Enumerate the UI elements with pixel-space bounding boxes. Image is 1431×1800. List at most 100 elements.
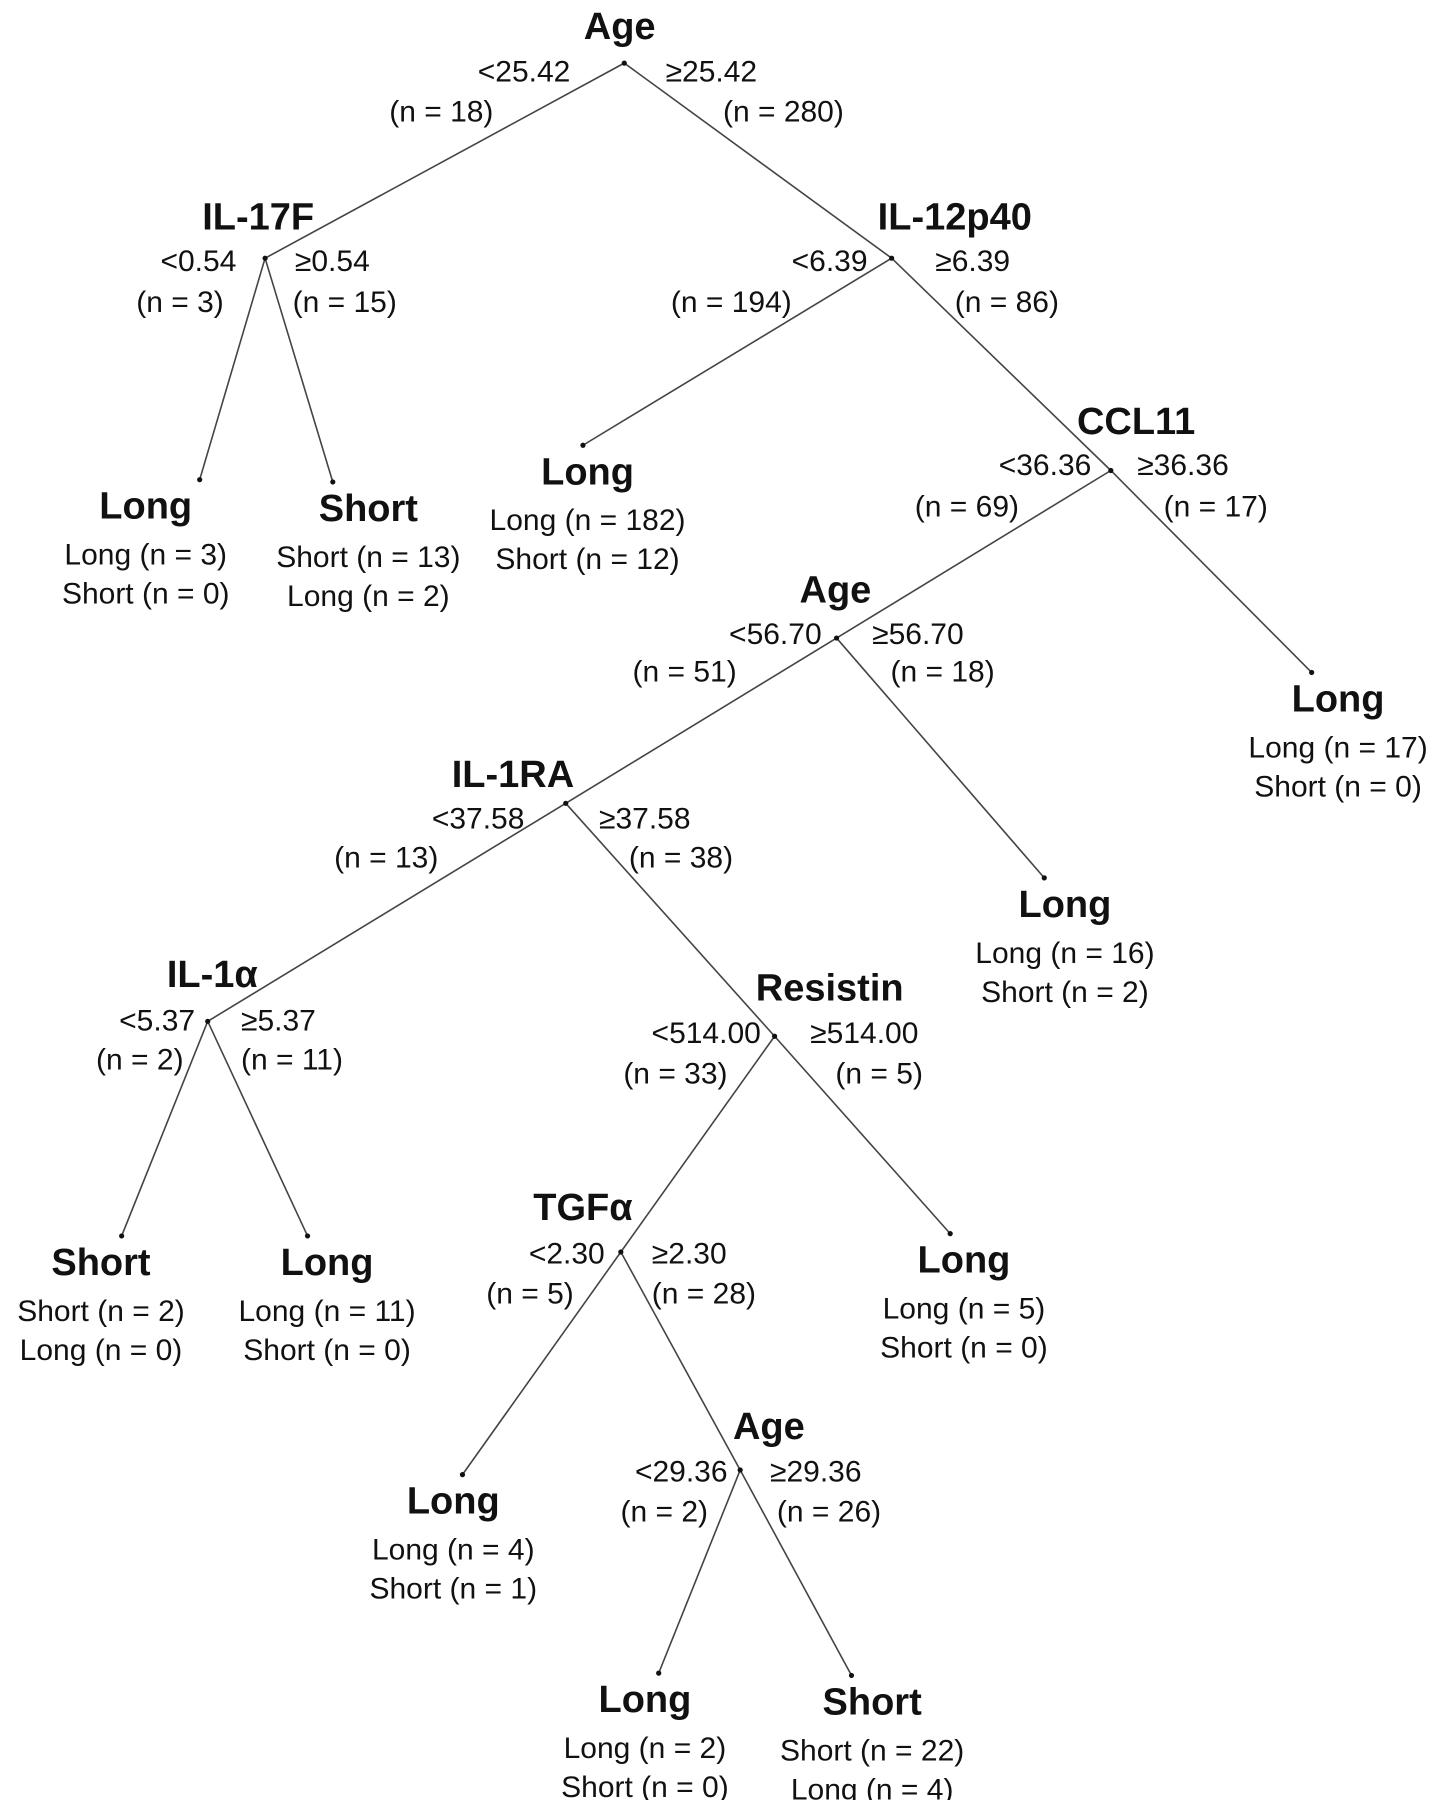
leaf-count-secondary: Short (n = 0) [243, 1334, 411, 1367]
leaf-count-primary: Long (n = 5) [883, 1293, 1046, 1326]
split-points [119, 60, 1315, 1679]
right-count: (n = 86) [955, 286, 1059, 319]
right-count: (n = 17) [1164, 490, 1268, 523]
right-threshold: ≥2.30 [652, 1237, 727, 1270]
edge-n_il17f-left [198, 257, 266, 480]
split-dot-n_il12p40 [889, 255, 895, 261]
right-threshold: ≥6.39 [935, 245, 1010, 278]
edge-n_ccl11-right [1110, 469, 1313, 674]
split-variable-label: Age [584, 6, 656, 48]
edge-n_resistin-right [774, 1035, 951, 1235]
leaf-count-primary: Long (n = 2) [564, 1732, 727, 1765]
split-dot-n_tgfa [618, 1249, 624, 1255]
leaf-class-label: Short [51, 1242, 151, 1284]
edge-n_age_root-left [264, 62, 625, 259]
leaf-count-primary: Long (n = 4) [372, 1534, 535, 1567]
edge-n_tgfa-left [461, 1251, 622, 1476]
right-threshold: ≥514.00 [810, 1017, 918, 1050]
leaf-count-primary: Short (n = 13) [276, 541, 460, 574]
left-threshold: <6.39 [792, 245, 868, 278]
left-threshold: <514.00 [652, 1017, 761, 1050]
edge-n_il1ra-right [565, 802, 776, 1037]
edge-n_age3-right [739, 1469, 853, 1676]
left-threshold: <5.37 [119, 1005, 195, 1038]
split-dot-n_il17f [262, 255, 268, 261]
split-dot-n_resistin [771, 1033, 778, 1039]
split-variable-label: IL-12p40 [878, 197, 1032, 239]
leaf-dot-l10 [656, 1670, 662, 1676]
leaf-count-secondary: Short (n = 0) [561, 1771, 729, 1800]
leaf-count-primary: Long (n = 182) [490, 504, 686, 537]
leaf-count-secondary: Long (n = 0) [20, 1334, 183, 1367]
edge-n_il12p40-left [582, 257, 893, 446]
leaf-dot-l2 [330, 479, 336, 485]
split-dot-n_age3 [737, 1467, 743, 1473]
leaf-count-secondary: Short (n = 0) [1254, 770, 1422, 803]
leaf-class-label: Long [541, 451, 634, 493]
leaf-count-secondary: Short (n = 0) [880, 1332, 1048, 1365]
edge-n_il12p40-right [891, 257, 1112, 472]
edge-n_age2-right [835, 637, 1045, 879]
split-dot-n_il1a [205, 1018, 211, 1024]
leaf-dot-l4 [1309, 669, 1315, 676]
leaf-count-secondary: Short (n = 1) [369, 1573, 537, 1606]
leaf-dot-l9 [459, 1472, 466, 1478]
left-threshold: <29.36 [635, 1455, 728, 1488]
right-threshold: ≥5.37 [241, 1005, 316, 1038]
leaf-count-primary: Short (n = 22) [780, 1734, 964, 1767]
leaf-count-secondary: Short (n = 12) [495, 543, 679, 576]
right-count: (n = 11) [241, 1044, 343, 1077]
left-threshold: <37.58 [432, 803, 525, 836]
edge-n_resistin-left [620, 1035, 776, 1253]
edge-n_il1ra-left [207, 802, 567, 1023]
right-threshold: ≥37.58 [599, 803, 691, 836]
left-threshold: <36.36 [999, 449, 1092, 482]
split-dot-n_age_root [621, 60, 627, 66]
tree-labels: Age<25.42≥25.42(n = 18)(n = 280)IL-17F<0… [17, 6, 1428, 1800]
left-count: (n = 5) [486, 1278, 574, 1311]
leaf-count-primary: Short (n = 2) [17, 1295, 185, 1328]
right-threshold: ≥25.42 [666, 55, 758, 88]
split-dot-n_age2 [833, 635, 840, 641]
leaf-count-primary: Long (n = 17) [1248, 731, 1427, 764]
leaf-class-label: Long [1019, 884, 1112, 926]
leaf-class-label: Long [918, 1240, 1011, 1282]
left-threshold: <2.30 [529, 1237, 605, 1270]
edge-n_il1a-left [120, 1021, 209, 1237]
leaf-count-secondary: Long (n = 2) [287, 580, 450, 613]
leaf-class-label: Long [598, 1679, 691, 1721]
right-count: (n = 5) [835, 1057, 923, 1090]
leaf-dot-l7 [304, 1233, 311, 1239]
split-variable-label: Age [800, 569, 872, 611]
left-count: (n = 13) [334, 842, 438, 875]
leaf-dot-l11 [848, 1672, 855, 1679]
split-variable-label: IL-1RA [452, 754, 574, 796]
split-dot-n_ccl11 [1108, 467, 1114, 474]
right-count: (n = 38) [629, 842, 733, 875]
split-variable-label: Resistin [756, 968, 904, 1010]
leaf-dot-l1 [197, 477, 203, 483]
leaf-count-secondary: Long (n = 4) [791, 1773, 954, 1800]
leaf-dot-l3 [580, 442, 586, 448]
leaf-count-secondary: Short (n = 0) [62, 578, 230, 611]
left-count: (n = 51) [632, 656, 736, 689]
leaf-class-label: Short [823, 1681, 923, 1723]
right-count: (n = 280) [723, 96, 844, 129]
edge-n_il17f-right [264, 257, 334, 483]
leaf-class-label: Long [99, 486, 192, 528]
edge-n_tgfa-right [620, 1251, 741, 1471]
left-threshold: <25.42 [478, 55, 571, 88]
left-count: (n = 3) [136, 286, 224, 319]
left-count: (n = 33) [623, 1057, 727, 1090]
leaf-dot-l6 [119, 1233, 125, 1239]
leaf-class-label: Long [1292, 678, 1385, 720]
left-count: (n = 194) [671, 286, 792, 319]
edge-n_ccl11-left [836, 469, 1112, 639]
leaf-count-primary: Long (n = 3) [64, 539, 227, 572]
leaf-count-primary: Long (n = 11) [239, 1295, 416, 1328]
edge-n_age_root-right [623, 62, 893, 259]
left-threshold: <0.54 [160, 245, 236, 278]
edge-n_il1a-right [206, 1020, 309, 1237]
tree-edges [120, 62, 1313, 1676]
